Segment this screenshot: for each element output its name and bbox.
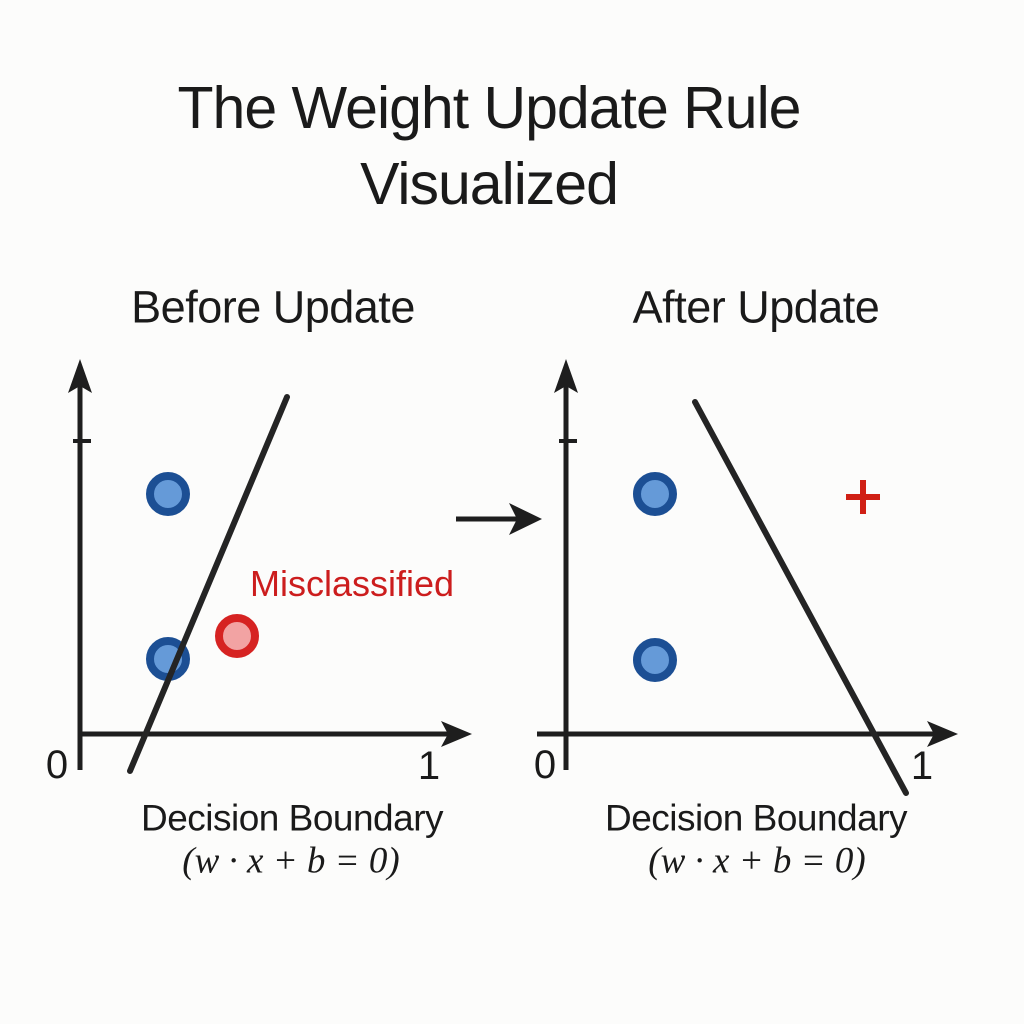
before-x-tick-0: 0 — [45, 743, 69, 787]
before-decision-boundary-line — [127, 394, 290, 774]
after-x-axis-arrowhead-icon — [927, 721, 958, 747]
figure-title: The Weight Update Rule Visualized — [177, 75, 802, 217]
after-caption: Decision Boundary — [604, 797, 908, 839]
before-misclassified-red-point — [215, 614, 259, 658]
after-panel-heading: After Update — [632, 281, 880, 333]
before-plot — [68, 359, 472, 774]
before-y-axis-arrowhead-icon — [68, 359, 92, 393]
before-formula: (w · x + b = 0) — [182, 840, 400, 882]
plus-marker-icon — [846, 480, 880, 514]
after-x-tick-0: 0 — [533, 743, 557, 787]
after-plot — [537, 359, 958, 796]
misclassified-label: Misclassified — [249, 563, 455, 604]
after-formula: (w · x + b = 0) — [648, 840, 866, 882]
after-blue-point-upper — [633, 472, 677, 516]
before-blue-point-upper — [146, 472, 190, 516]
after-y-axis-arrowhead-icon — [554, 359, 578, 393]
transition-arrow-head — [509, 503, 542, 535]
after-blue-point-lower — [633, 638, 677, 682]
before-panel-heading: Before Update — [131, 281, 415, 333]
before-x-axis-arrowhead-icon — [441, 721, 472, 747]
after-x-tick-1: 1 — [910, 744, 934, 788]
before-caption: Decision Boundary — [140, 797, 444, 839]
transition-arrow-icon — [456, 503, 542, 535]
after-decision-boundary-line — [692, 399, 909, 796]
before-x-tick-1: 1 — [417, 744, 441, 788]
